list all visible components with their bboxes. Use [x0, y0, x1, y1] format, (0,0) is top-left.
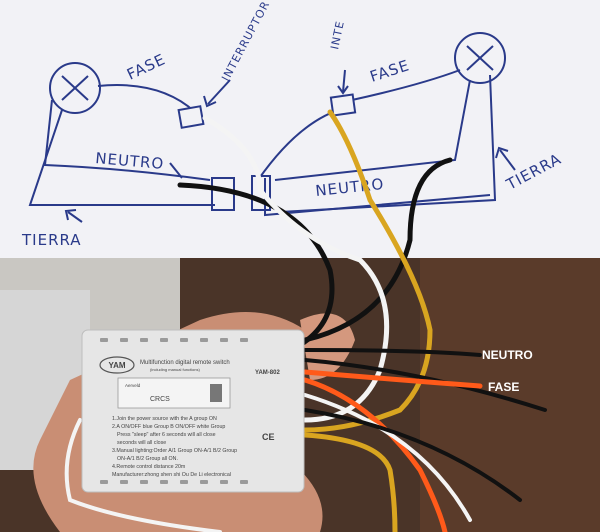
- instruction-8: Manufacturer:zhong shen shi Ou De Li ele…: [112, 472, 231, 478]
- lamp-right-icon: [454, 32, 506, 84]
- remote-switch-device: YAM Multifunction digital remote switch …: [81, 329, 305, 493]
- device-model: YAM-802: [255, 370, 280, 376]
- instruction-1: 1.Join the power source with the A group…: [112, 416, 217, 422]
- wire-black-4: [303, 358, 547, 412]
- device-title: Multifunction digital remote switch: [140, 360, 230, 366]
- ce-mark: CE: [262, 432, 275, 442]
- arrow-marks: [64, 69, 516, 223]
- wire-yellow-2: [302, 432, 398, 532]
- wire-white-3: [64, 418, 222, 532]
- instruction-3: Press "sleep" after 6 seconds will all c…: [117, 432, 216, 438]
- brand-name: YAM: [108, 361, 125, 370]
- wire-black-5: [303, 408, 522, 502]
- wire-orange-1: [302, 369, 483, 389]
- wires: [64, 109, 547, 532]
- wire-black-3: [303, 348, 482, 357]
- label-tierra-left: TIERRA: [21, 231, 82, 249]
- instruction-6: ON-A/1 B/2 Group all ON.: [117, 456, 178, 462]
- switch-right-icon: [329, 93, 357, 117]
- label-interruptor-right: INTE: [328, 19, 347, 50]
- annotation-neutro: NEUTRO: [482, 348, 533, 362]
- wire-black-1: [177, 182, 335, 348]
- instruction-7: 4.Remote control distance 20m: [112, 464, 186, 470]
- instruction-5: 3.Manual lighting:Order A/1 Group ON-A/1…: [112, 448, 237, 454]
- junction-box-right: [251, 175, 271, 211]
- wire-white-2: [303, 393, 472, 522]
- wire-white-1: [202, 115, 390, 423]
- chip-label: CRCS: [150, 396, 170, 403]
- wire-orange-2: [302, 377, 448, 532]
- status-led: [210, 384, 222, 402]
- lamp-left-icon: [49, 62, 101, 114]
- brand-logo: [99, 356, 135, 374]
- instruction-4: seconds will all close: [117, 440, 166, 446]
- wire-black-2: [302, 157, 453, 343]
- sticker-small-label: Aerveld: [125, 383, 141, 388]
- device-subtitle: (including manual functions): [150, 367, 200, 372]
- paper-background: [0, 0, 600, 258]
- switch-left-icon: [177, 105, 205, 129]
- instruction-2: 2.A ON/OFF blue Group B ON/OFF white Gro…: [112, 424, 225, 430]
- annotation-fase: FASE: [488, 380, 519, 394]
- label-neutro-left: NEUTRO: [95, 149, 165, 173]
